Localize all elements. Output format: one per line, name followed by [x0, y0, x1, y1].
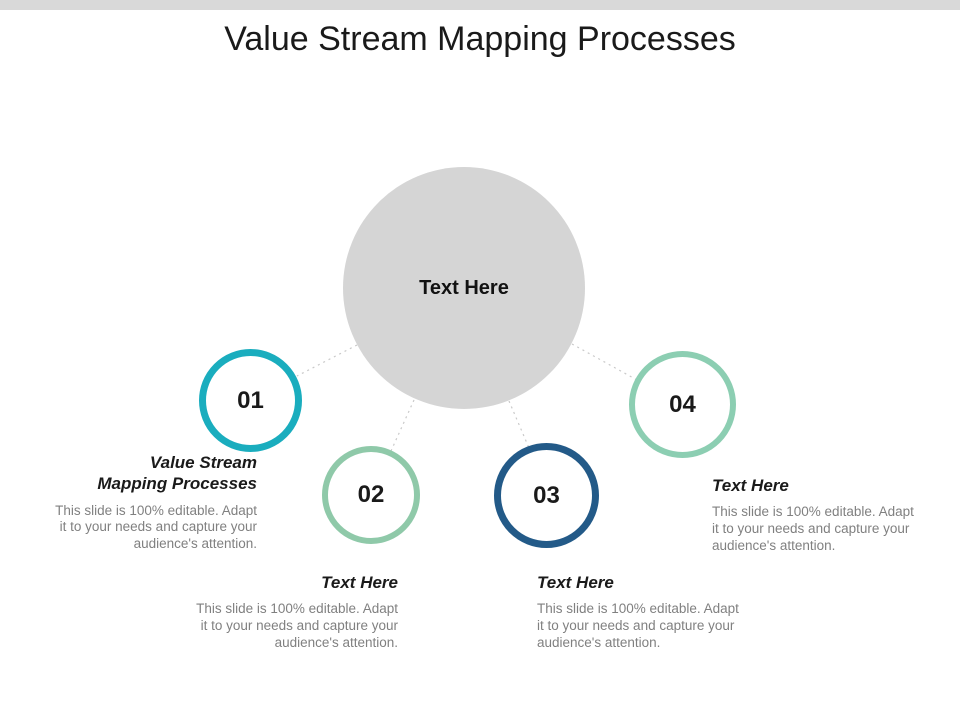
- step-description-04: This slide is 100% editable. Adapt it to…: [712, 504, 914, 553]
- connector-line-04: [571, 343, 638, 381]
- slide-title: Value Stream Mapping Processes: [224, 20, 736, 58]
- connector-line-02: [390, 399, 415, 452]
- step-circle-04: 04: [629, 351, 736, 458]
- step-text-block-04: Text Here This slide is 100% editable. A…: [712, 475, 944, 554]
- step-text-block-02: Text Here This slide is 100% editable. A…: [166, 572, 398, 651]
- connector-line-03: [508, 400, 530, 449]
- step-number-01: 01: [237, 386, 264, 414]
- step-text-block-03: Text Here This slide is 100% editable. A…: [537, 572, 769, 651]
- step-heading-02: Text Here: [321, 573, 398, 592]
- step-number-04: 04: [669, 390, 696, 418]
- step-heading-01: Value Stream Mapping Processes: [97, 453, 257, 494]
- step-description-02: This slide is 100% editable. Adapt it to…: [196, 601, 398, 650]
- step-circle-03: 03: [494, 443, 599, 548]
- step-heading-03: Text Here: [537, 573, 614, 592]
- top-accent-strip: [0, 0, 960, 10]
- step-number-02: 02: [357, 481, 385, 508]
- step-circle-02: 02: [322, 446, 420, 544]
- step-heading-04: Text Here: [712, 476, 789, 495]
- step-number-03: 03: [533, 481, 560, 509]
- center-circle: Text Here: [343, 167, 585, 409]
- step-text-block-01: Value Stream Mapping Processes This slid…: [25, 452, 257, 553]
- step-description-03: This slide is 100% editable. Adapt it to…: [537, 601, 739, 650]
- step-description-01: This slide is 100% editable. Adapt it to…: [55, 502, 257, 551]
- step-circle-01: 01: [199, 349, 302, 452]
- connector-line-01: [296, 344, 358, 377]
- center-circle-label: Text Here: [419, 276, 509, 299]
